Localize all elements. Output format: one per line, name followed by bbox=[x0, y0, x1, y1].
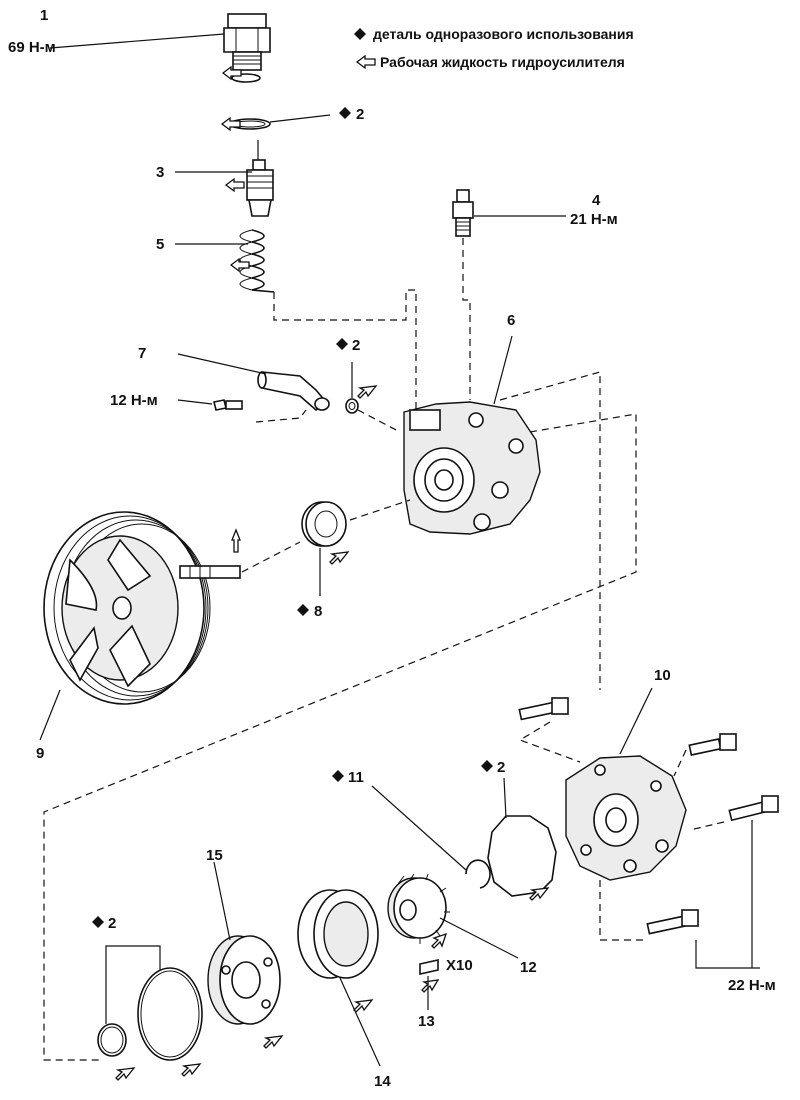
fluid-arrow-icon bbox=[181, 1063, 202, 1077]
part-8-oil-seal bbox=[301, 501, 350, 565]
callout-8: 8 bbox=[314, 603, 322, 620]
diamond-icon bbox=[332, 770, 344, 782]
part-13-vane bbox=[419, 959, 440, 993]
fluid-arrow-icon bbox=[115, 1067, 136, 1081]
fluid-arrow-icon bbox=[421, 979, 440, 993]
part-12-rotor bbox=[387, 873, 450, 949]
fluid-arrow-icon bbox=[529, 887, 550, 901]
bolt-12nm bbox=[213, 399, 243, 411]
callout-1-torque: 69 Н-м bbox=[8, 39, 56, 56]
legend: деталь одноразового использования Рабоча… bbox=[354, 26, 634, 70]
diamond-icon bbox=[354, 28, 366, 40]
fluid-arrow-icon bbox=[263, 1035, 284, 1049]
callout-2a: 2 bbox=[356, 106, 364, 123]
bolt-lower bbox=[646, 909, 699, 935]
callout-x10: X10 bbox=[446, 957, 473, 974]
fluid-arrow-icon bbox=[231, 528, 241, 553]
callout-3: 3 bbox=[156, 164, 164, 181]
callout-4-torque: 21 Н-м bbox=[570, 211, 618, 228]
part-10-rear-housing bbox=[565, 755, 687, 881]
diamond-icon bbox=[92, 916, 104, 928]
callout-14: 14 bbox=[374, 1073, 391, 1090]
legend-one-time-part: деталь одноразового использования bbox=[373, 26, 634, 42]
diamond-icon bbox=[336, 338, 348, 350]
fluid-arrow-icon bbox=[431, 932, 448, 949]
fluid-arrow-icon bbox=[353, 999, 374, 1013]
bolt-right bbox=[728, 795, 779, 822]
part-2-seal-pipe bbox=[345, 385, 378, 414]
part-5-spring bbox=[230, 229, 275, 293]
callout-12nm: 12 Н-м bbox=[110, 392, 158, 409]
fluid-arrow-icon bbox=[225, 178, 245, 192]
callout-13: 13 bbox=[418, 1013, 435, 1030]
callout-2d: 2 bbox=[108, 915, 116, 932]
callout-7: 7 bbox=[138, 345, 146, 362]
part-1-union bbox=[222, 13, 271, 83]
part-4-pressure-switch bbox=[452, 189, 474, 237]
callout-1: 1 bbox=[40, 7, 48, 24]
part-6-pump-body bbox=[403, 401, 541, 535]
part-15-side-plate bbox=[207, 935, 284, 1049]
bolt-upper-right bbox=[688, 733, 737, 756]
part-2-gasket bbox=[487, 815, 557, 901]
legend-fluid: Рабочая жидкость гидроусилителя bbox=[380, 54, 625, 70]
part-3-valve bbox=[225, 140, 274, 217]
fluid-arrow-icon bbox=[329, 551, 350, 565]
diamond-icon bbox=[297, 604, 309, 616]
diamond-icon bbox=[481, 760, 493, 772]
part-7-inlet-pipe bbox=[257, 371, 330, 412]
callout-2c: 2 bbox=[497, 759, 505, 776]
part-2-oring-top bbox=[221, 117, 271, 131]
part-14-cam-ring bbox=[297, 889, 379, 1013]
callout-4: 4 bbox=[592, 192, 601, 209]
callout-9: 9 bbox=[36, 745, 44, 762]
diamond-icon bbox=[339, 107, 351, 119]
part-11-snap-ring bbox=[465, 859, 491, 889]
callout-22nm: 22 Н-м bbox=[728, 977, 776, 994]
callout-5: 5 bbox=[156, 236, 164, 253]
fluid-arrow-icon bbox=[357, 385, 378, 399]
callout-10: 10 bbox=[654, 667, 671, 684]
part-2-orings-bottom bbox=[97, 967, 203, 1081]
callout-6: 6 bbox=[507, 312, 515, 329]
fluid-arrow-icon bbox=[356, 55, 376, 69]
callout-2b: 2 bbox=[352, 337, 360, 354]
callout-11: 11 bbox=[348, 769, 364, 786]
bolt-upper-left bbox=[518, 697, 569, 721]
callout-15: 15 bbox=[206, 847, 223, 864]
callout-12: 12 bbox=[520, 959, 537, 976]
part-9-pulley bbox=[43, 511, 241, 705]
